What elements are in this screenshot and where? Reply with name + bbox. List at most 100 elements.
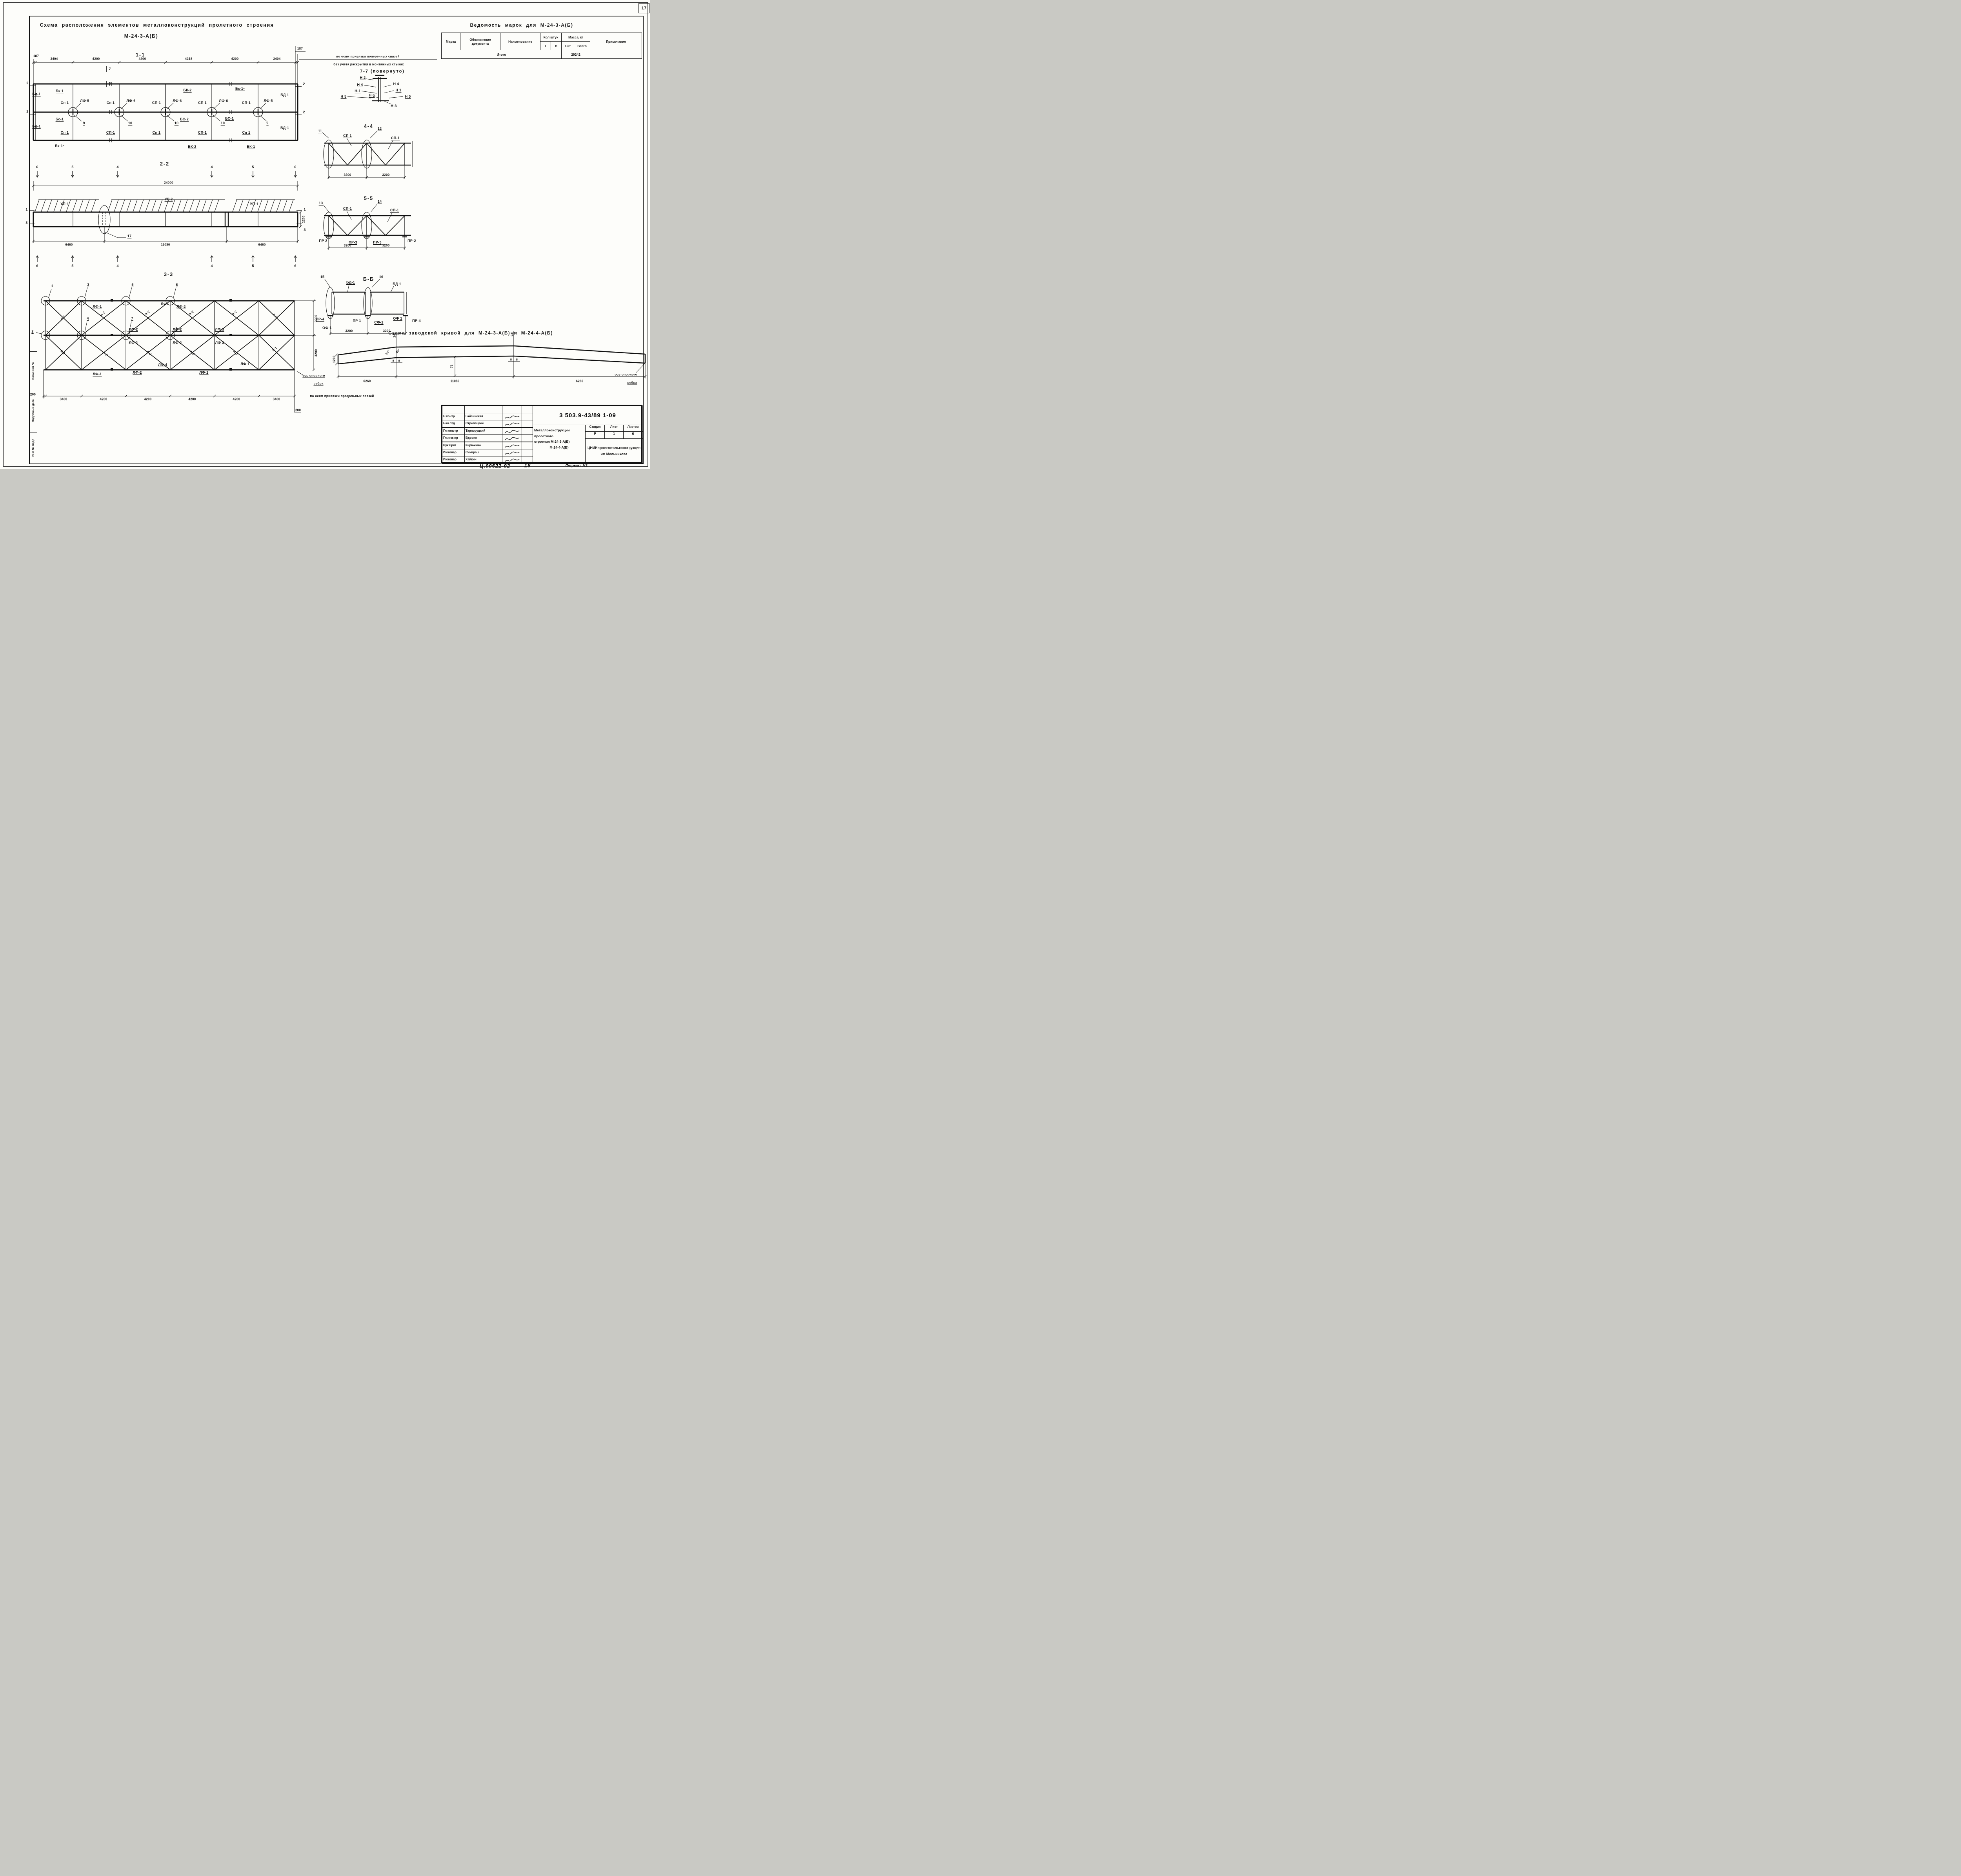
note-joints: без учета раскрытия в монтажных стыках [333,62,404,66]
tb-cell [522,427,533,435]
signature [502,427,522,435]
dim: 200 [30,393,36,396]
dim: 3200 [344,244,351,247]
dim: 3200 [382,173,390,177]
section-1-1-title: 1-1 [135,52,146,58]
signature [502,434,522,442]
member-label: БД 1 [280,93,289,97]
gusset-label: ЛФ-6 [126,99,136,103]
tb-cell [464,405,502,413]
member-label: УП-1 [60,202,69,206]
tb-cell [502,405,522,413]
detail-num: 12 [377,127,382,131]
section-mark: 4 [211,165,213,169]
doc-number: 3 503.9-43/89 1-09 [533,405,643,425]
tb-cell [522,413,533,420]
section-mark-2: 2 [26,109,29,113]
member-label: Н 2 [360,76,366,80]
section-mark-7: 7 [109,67,111,71]
dim: 3404 [50,57,58,61]
gusset-label: ЛФ-5 [80,99,89,103]
curve-title: Схема заводской кривой для М-24-3-А(Б) и… [388,331,553,336]
member-label: Бс-1 [55,117,64,121]
member-label: БК-1 [247,145,255,149]
member-label: СП-1 [152,101,161,105]
dim: 11080 [450,379,460,383]
s22-splice2 [224,212,229,227]
member-label: Сп 1 [152,131,161,135]
member-label: СП-1 [198,131,207,135]
curve-base [338,356,646,378]
tb-name: Стрелецкий [464,420,502,428]
col-header: Т [540,41,551,50]
member-label: СП-1 [242,101,251,105]
section-mark: 6 [36,165,38,169]
section-mark: 4 [116,264,119,268]
dim: 3200 [345,329,353,333]
s77-leaders [347,78,404,104]
subject-line: М-24-4-А(Б) [549,445,569,449]
detail-num: 17 [127,234,132,238]
detail-num: 10 [220,121,225,125]
section-7-7-title: 7-7 (повернуто) [360,69,405,74]
detail-num: 10 [128,121,133,125]
gusset-label: ЛФ-1 [93,372,102,376]
parts-table-title: Ведомость марок для М-24-3-А(Б) [470,22,573,28]
dim: 3200 [314,349,318,357]
dim: 6260 [576,379,584,383]
member-label: ПР-3 [373,240,382,244]
node-num: 7 [131,316,133,320]
tb-cell [522,434,533,442]
dim: 73 [450,364,454,368]
tb-role: Рук бриг [442,442,465,449]
s11-leaders [74,103,267,122]
dim: 1200 [332,355,336,363]
s22-upor-hatch [35,199,294,212]
s33-node-leaders [36,287,176,334]
tb-cell [522,449,533,456]
dim: 3400 [273,397,280,401]
member-label: УП 2 [164,197,173,201]
section-mark: 6 [294,264,297,268]
s22-side-ticks [29,210,302,224]
node-num: 6 [176,283,178,287]
dim: 6260 [363,379,371,383]
member-label: БС-1 [225,116,234,120]
section-mark: 1 [304,207,306,211]
member-label: ОФ-1 [322,326,332,330]
col-header: 1шт [561,41,574,50]
gusset-label: ЛФ-1 [93,305,102,309]
page-number-box: 17 [639,3,649,13]
signature [502,413,522,420]
parts-table: Марка Обозначение документа Наименование… [441,33,642,59]
tb-cell [522,405,533,413]
member-label: СП-1 [390,208,399,212]
s22-splice [102,212,106,227]
section-mark-2: 2 [303,82,305,86]
dim: 24 [393,334,397,338]
s77-flanges [372,75,389,102]
org-line: им Мельникова [600,452,628,456]
section-3-3-title: 3-3 [164,272,174,277]
gusset-label: ЛФ 2 [129,341,138,345]
signature [502,420,522,428]
totals-label: Итого [441,50,562,59]
tb-role: Н контр [442,413,465,420]
dim: 5 [392,359,395,363]
curve-beam [337,345,646,365]
note: ребра [627,381,637,385]
member-label: БК-2 [188,145,196,149]
member-label: БД-1 [280,126,289,130]
tb-role: Гл констр [442,427,465,435]
member-label: ПР-2 [407,239,416,243]
detail-num: 16 [379,275,384,279]
tb-name: Сикираш [464,449,502,456]
dim: 4200 [100,397,107,401]
stage-header: Стадия [585,425,605,432]
section-mark: 3 [25,221,28,225]
gusset-label: ЛФ-6 [173,99,182,103]
gusset-label: ЛФ-2 [173,327,182,331]
s11-section2-marks [30,66,302,115]
s44-posts [328,143,405,165]
signature [502,449,522,456]
